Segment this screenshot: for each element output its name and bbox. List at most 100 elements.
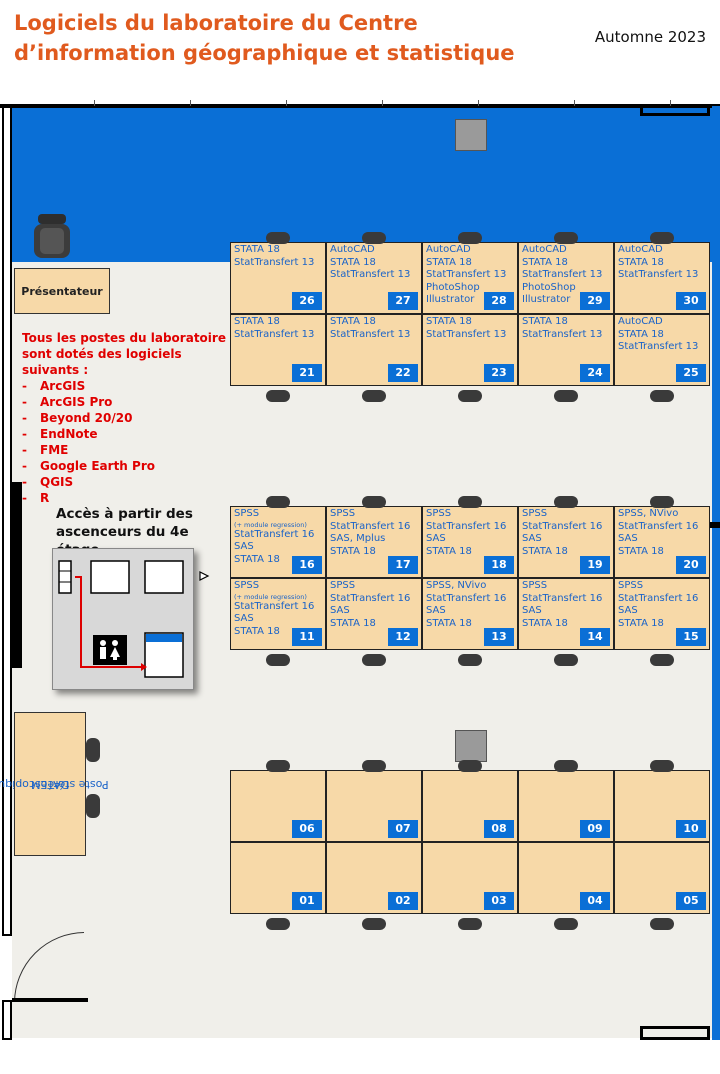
- software-line: SPSS: [618, 580, 644, 591]
- page-title: Logiciels du laboratoire du Centre d’inf…: [14, 11, 515, 65]
- software-line: STATA 18: [426, 316, 472, 327]
- software-line: STATA 18: [234, 316, 280, 327]
- wall-tick: [574, 100, 575, 106]
- software-line: SPSS: [522, 508, 548, 519]
- software-line: StatTransfert 16: [426, 592, 507, 604]
- software-item-label: Beyond 20/20: [40, 411, 133, 425]
- software-line: StatTransfert 16: [330, 520, 411, 532]
- software-line: SPSS, NVivo: [426, 580, 487, 591]
- chair-icon: [554, 496, 578, 508]
- chair-icon: [554, 918, 578, 930]
- workstation-number: 25: [676, 364, 706, 382]
- workstation-number: 27: [388, 292, 418, 310]
- software-line: StatTransfert 16: [522, 592, 603, 604]
- software-line: SAS: [426, 605, 446, 616]
- software-line: STATA 18: [522, 545, 568, 557]
- software-item-label: Google Earth Pro: [40, 459, 155, 473]
- workstation-number: 03: [484, 892, 514, 910]
- workstation-number: 26: [292, 292, 322, 310]
- software-line: STATA 18: [426, 545, 472, 557]
- software-item-label: EndNote: [40, 427, 98, 441]
- software-line: StatTransfert 13: [522, 269, 603, 280]
- workstation-number: 01: [292, 892, 322, 910]
- software-line: STATA 18: [330, 256, 376, 268]
- software-line: STATA 18: [522, 256, 568, 268]
- workstation-number: 14: [580, 628, 610, 646]
- software-line: AutoCAD: [522, 244, 567, 255]
- workstation-number: 29: [580, 292, 610, 310]
- software-line: SPSS: [330, 580, 356, 591]
- chair-icon: [554, 654, 578, 666]
- software-item-label: FME: [40, 443, 69, 457]
- software-line: STATA 18: [234, 244, 280, 255]
- bullet-dash: -: [22, 459, 27, 473]
- software-line: SAS: [522, 533, 542, 544]
- pointer-arrow-icon: [199, 571, 210, 581]
- bottom-right-door: [640, 1026, 710, 1040]
- software-line: STATA 18: [618, 328, 664, 340]
- workstation-number: 22: [388, 364, 418, 382]
- software-line: SAS: [234, 541, 254, 552]
- top-wall: [0, 104, 720, 108]
- software-line: AutoCAD: [426, 244, 471, 255]
- software-line: StatTransfert 13: [330, 328, 411, 340]
- software-line: STATA 18: [426, 256, 472, 268]
- restroom-icon: [100, 640, 120, 660]
- chair-icon: [266, 654, 290, 666]
- chair-icon: [650, 232, 674, 244]
- software-line: SPSS: [330, 508, 356, 519]
- chair-icon: [266, 390, 290, 402]
- software-line: StatTransfert 13: [426, 328, 507, 340]
- software-line: SAS, Mplus: [330, 533, 386, 544]
- software-line: SPSS: [426, 508, 452, 519]
- chair-icon: [266, 496, 290, 508]
- chair-icon: [554, 760, 578, 772]
- chair-icon: [362, 654, 386, 666]
- software-line: STATA 18: [522, 617, 568, 629]
- printer-icon: [455, 730, 487, 762]
- software-line: SAS: [234, 613, 254, 624]
- workstation-08: 08: [422, 770, 518, 842]
- chair-icon: [266, 232, 290, 244]
- software-line: StatTransfert 13: [522, 328, 603, 340]
- workstation-16: SPSS(+ module regression)StatTransfert 1…: [230, 506, 326, 578]
- software-item-label: QGIS: [40, 475, 74, 489]
- software-line: StatTransfert 16: [426, 520, 507, 532]
- workstation-number: 06: [292, 820, 322, 838]
- software-item-label: ArcGIS Pro: [40, 395, 113, 409]
- workstation-02: 02: [326, 842, 422, 914]
- wall-tick: [94, 100, 95, 106]
- workstation-number: 13: [484, 628, 514, 646]
- workstation-number: 02: [388, 892, 418, 910]
- stereo-label-line2: DATEM: [30, 778, 70, 791]
- software-line: SAS: [426, 533, 446, 544]
- workstation-number: 17: [388, 556, 418, 574]
- workstation-number: 09: [580, 820, 610, 838]
- workstation-01: 01: [230, 842, 326, 914]
- left-window: [12, 482, 22, 668]
- workstation-number: 16: [292, 556, 322, 574]
- season-label: Automne 2023: [594, 28, 706, 46]
- bullet-dash: -: [22, 379, 27, 393]
- door-leaf: [12, 998, 88, 1002]
- chair-icon: [650, 760, 674, 772]
- chair-icon: [458, 390, 482, 402]
- software-line: Illustrator: [522, 294, 571, 305]
- software-line: SPSS, NVivo: [618, 508, 679, 519]
- software-line: StatTransfert 16: [618, 592, 699, 604]
- software-line: StatTransfert 13: [330, 269, 411, 280]
- software-line: StatTransfert 13: [426, 269, 507, 280]
- chair-icon: [458, 654, 482, 666]
- workstation-number: 12: [388, 628, 418, 646]
- software-line: AutoCAD: [618, 244, 663, 255]
- left-wall-lower: [2, 1000, 12, 1040]
- software-line: STATA 18: [618, 256, 664, 268]
- workstation-03: 03: [422, 842, 518, 914]
- software-item: -QGIS: [22, 474, 242, 490]
